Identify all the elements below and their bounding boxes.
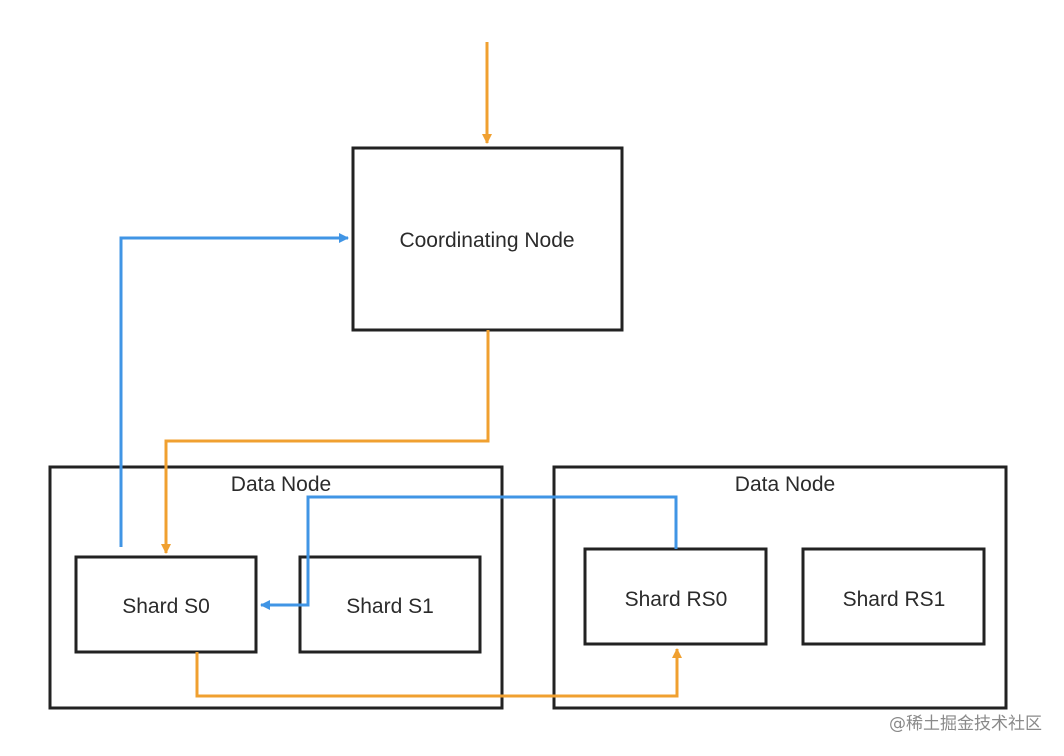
shard-rs0: Shard RS0 (583, 547, 768, 646)
edge-coordinating-to-s0 (161, 330, 490, 554)
shard-rs1-label: Shard RS1 (843, 588, 946, 611)
shard-s1-box (298, 555, 482, 654)
shard-s0: Shard S0 (74, 555, 258, 654)
shard-rs1-box (801, 547, 986, 646)
edge-s0-to-rs0 (195, 648, 682, 698)
shard-s0-box (74, 555, 258, 654)
shard-s1-label: Shard S1 (346, 595, 434, 618)
shard-rs1: Shard RS1 (801, 547, 986, 646)
coordinating-node-box (351, 146, 624, 332)
shard-rs0-label: Shard RS0 (625, 588, 728, 611)
shard-s1: Shard S1 (298, 555, 482, 654)
edges (119, 42, 682, 698)
data-node-left-label: Data Node (231, 473, 331, 496)
edge-rs0-to-s0 (260, 495, 678, 610)
coordinating-node-label: Coordinating Node (399, 229, 574, 252)
data-node-right-label: Data Node (735, 473, 835, 496)
edge-s0-to-coordinating (119, 233, 349, 547)
watermark-text: @稀土掘金技术社区 (889, 714, 1042, 734)
shard-s0-label: Shard S0 (122, 595, 210, 618)
coordinating-node: Coordinating Node (351, 146, 624, 332)
